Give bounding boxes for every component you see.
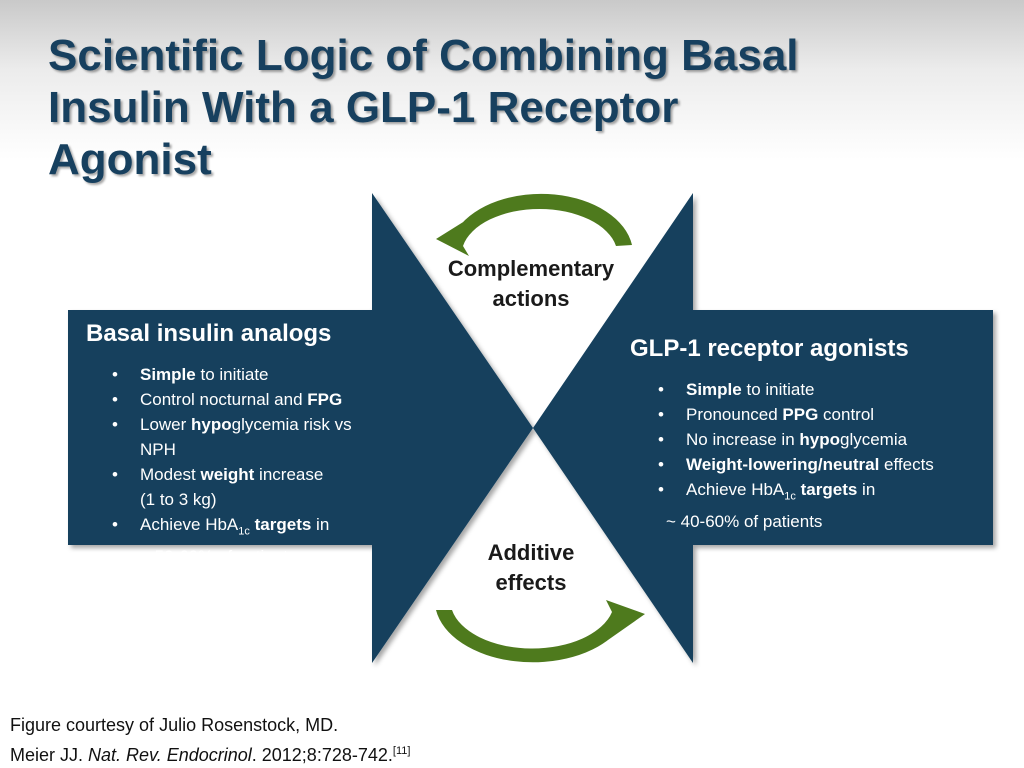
bullet-text: glycemia risk vs NPH xyxy=(140,415,352,459)
bullet-text: to initiate xyxy=(741,380,815,399)
bullet-text: Control nocturnal and xyxy=(140,390,308,409)
list-item: • Control nocturnal and FPG xyxy=(112,387,386,412)
bullet-text: Achieve HbA xyxy=(140,515,239,534)
bullet-text: increase xyxy=(254,465,324,484)
bullet-icon: • xyxy=(112,415,118,434)
additive-effects-label: Additive effects xyxy=(440,538,622,598)
bullet-text: in xyxy=(311,515,330,534)
left-arrow-shape xyxy=(68,193,533,663)
title-line-2: Insulin With a GLP-1 Receptor xyxy=(48,83,679,132)
list-item: • Achieve HbA1c targets in xyxy=(658,477,990,509)
bullet-bold-text: Simple xyxy=(140,365,196,384)
list-item: • Achieve HbA1c targets in xyxy=(112,512,386,544)
list-item: • Simple to initiate xyxy=(112,362,386,387)
bullet-bold-text: Weight-lowering/neutral xyxy=(686,455,880,474)
glp1-heading: GLP-1 receptor agonists xyxy=(630,335,909,362)
citation-details: . 2012;8:728-742. xyxy=(251,745,393,765)
bullet-icon: • xyxy=(658,480,664,499)
complementary-actions-label: Complementary actions xyxy=(420,254,642,314)
bullet-bold-text: hypo xyxy=(799,430,840,449)
top-curved-arrow-icon xyxy=(436,193,632,256)
bullet-text: (1 to 3 kg) xyxy=(140,490,217,509)
bullet-icon: • xyxy=(658,455,664,474)
list-item-continuation: ~ 50-60% of patients xyxy=(112,544,386,569)
bullet-text: Pronounced xyxy=(686,405,783,424)
bullet-text: in xyxy=(857,480,876,499)
bullet-text: effects xyxy=(879,455,934,474)
bullet-text: glycemia xyxy=(840,430,908,449)
bullet-bold-text: FPG xyxy=(307,390,343,409)
center-label-line: effects xyxy=(495,570,567,595)
bullet-text: control xyxy=(818,405,875,424)
bullet-icon: • xyxy=(658,430,664,449)
bullet-icon: • xyxy=(112,515,118,534)
bullet-bold-text: hypo xyxy=(191,415,232,434)
title-line-3: Agonist xyxy=(48,135,212,184)
list-item: • Pronounced PPG control xyxy=(658,402,990,427)
citation-reference: [11] xyxy=(392,745,411,757)
bullet-bold-text: PPG xyxy=(782,405,819,424)
list-item: • Modest weight increase xyxy=(112,462,386,487)
bullet-bold-text: Simple xyxy=(686,380,742,399)
center-label-line: Complementary xyxy=(447,256,615,281)
bullet-text: Achieve HbA xyxy=(686,480,785,499)
list-item-continuation: (1 to 3 kg) xyxy=(112,487,386,512)
bullet-bold-text: targets xyxy=(795,480,858,499)
bullet-icon: • xyxy=(112,390,118,409)
title-line-1: Scientific Logic of Combining Basal xyxy=(48,31,799,80)
bottom-curved-arrow-icon xyxy=(436,600,645,663)
bullet-text: No increase in xyxy=(686,430,800,449)
citation-footer: Figure courtesy of Julio Rosenstock, MD.… xyxy=(10,712,410,768)
list-item: • Lower hypoglycemia risk vs NPH xyxy=(112,412,386,462)
bullet-text: to initiate xyxy=(195,365,269,384)
citation-journal: Nat. Rev. Endocrinol xyxy=(88,745,252,765)
citation-author: Meier JJ. xyxy=(10,745,89,765)
basal-insulin-panel: Basal insulin analogs • Simple to initiat… xyxy=(86,320,386,569)
bullet-text: Modest xyxy=(140,465,201,484)
basal-insulin-bullets: • Simple to initiate • Control nocturnal a… xyxy=(112,362,386,569)
bullet-icon: • xyxy=(658,380,664,399)
subscript-text: 1c xyxy=(784,490,796,503)
bullet-text: ~ 40-60% of patients xyxy=(666,512,823,532)
bullet-bold-text: targets xyxy=(249,515,312,534)
bullet-icon: • xyxy=(112,465,118,484)
list-item-continuation: ~ 40-60% of patients xyxy=(658,509,990,534)
basal-insulin-heading: Basal insulin analogs xyxy=(86,320,332,347)
center-label-line: Additive xyxy=(487,540,575,565)
glp1-bullets: • Simple to initiate • Pronounced PPG cont… xyxy=(658,377,990,534)
slide-title: Scientific Logic of Combining Basal Insu… xyxy=(48,30,978,186)
subscript-text: 1c xyxy=(238,525,250,538)
list-item: • Simple to initiate xyxy=(658,377,990,402)
bullet-icon: • xyxy=(658,405,664,424)
list-item: • Weight-lowering/neutral effects xyxy=(658,452,990,477)
footer-line-1: Figure courtesy of Julio Rosenstock, MD. xyxy=(10,715,339,735)
glp1-panel: GLP-1 receptor agonists • Simple to initi… xyxy=(630,335,990,534)
list-item: • No increase in hypoglycemia xyxy=(658,427,990,452)
bullet-text: ~ 50-60% of patients xyxy=(140,547,297,567)
right-arrow-shape xyxy=(533,193,993,663)
bullet-bold-text: weight xyxy=(200,465,255,484)
bullet-text: Lower xyxy=(140,415,192,434)
bullet-icon: • xyxy=(112,365,118,384)
footer-line-2: Meier JJ. Nat. Rev. Endocrinol. 2012;8:7… xyxy=(10,738,410,768)
center-label-line: actions xyxy=(492,286,570,311)
